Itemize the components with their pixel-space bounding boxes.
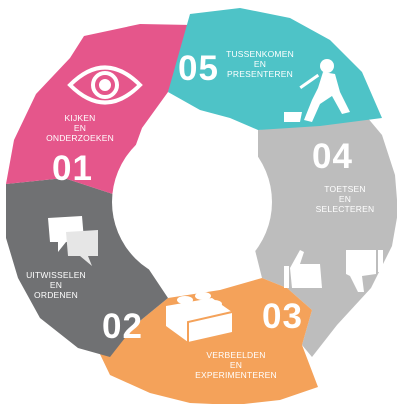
step-02-line1: UITWISSELEN <box>26 270 86 280</box>
center-hole <box>112 122 272 282</box>
step-02-line2: EN <box>50 280 62 290</box>
segment-02 <box>6 178 168 357</box>
step-02-number: 02 <box>102 307 143 346</box>
step-05-line1: TUSSENKOMEN <box>226 49 294 59</box>
eye-icon <box>67 65 143 105</box>
step-03-line3: EXPERIMENTEREN <box>195 370 277 380</box>
step-05-number: 05 <box>178 49 219 88</box>
thumbs-up-down-icon <box>284 250 383 292</box>
step-04-number: 04 <box>312 137 353 176</box>
step-05-line3: PRESENTEREN <box>227 69 293 79</box>
segment-04 <box>255 104 397 357</box>
worker-pushing-icon <box>284 59 350 122</box>
segment-05 <box>168 8 382 130</box>
step-01-number: 01 <box>52 149 93 188</box>
step-03-line1: VERBEELDEN <box>206 350 265 360</box>
segment-03 <box>98 278 318 404</box>
lego-brick-icon <box>166 292 233 342</box>
step-02-line3: ORDENEN <box>34 290 78 300</box>
speech-bubbles-icon <box>48 216 98 266</box>
step-01-line3: ONDERZOEKEN <box>46 133 114 143</box>
step-04-line2: EN <box>339 194 351 204</box>
segment-01 <box>6 24 192 198</box>
step-03-line2: EN <box>230 360 242 370</box>
step-05-line2: EN <box>254 59 266 69</box>
step-03-number: 03 <box>262 297 303 336</box>
step-01-line1: KIJKEN <box>65 113 96 123</box>
step-04-line3: SELECTEREN <box>316 204 375 214</box>
step-01-line2: EN <box>74 123 86 133</box>
step-04-line1: TOETSEN <box>324 184 365 194</box>
